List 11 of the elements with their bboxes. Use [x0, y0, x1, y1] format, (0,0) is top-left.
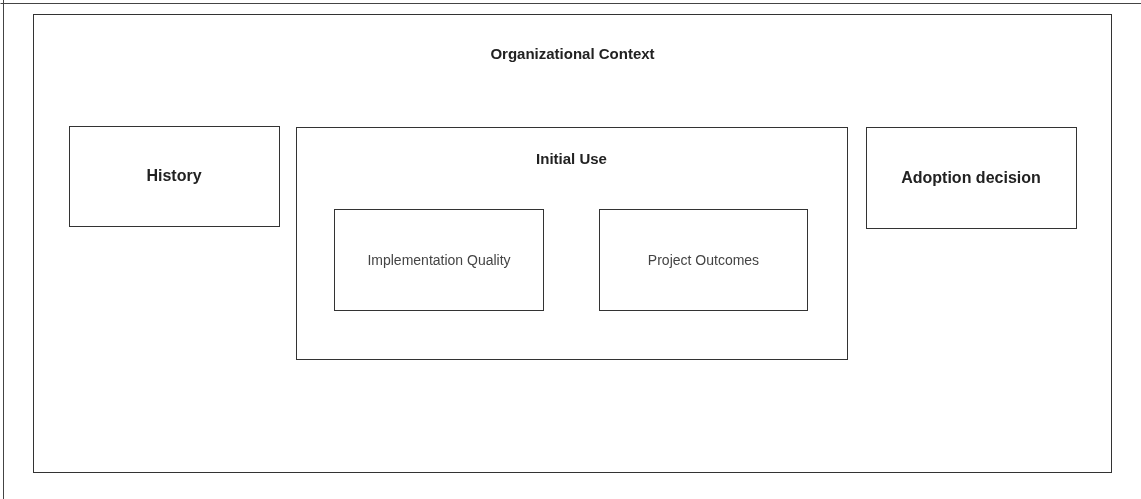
concept-box — [599, 209, 808, 311]
box-heading: Organizational Context — [489, 44, 656, 64]
concept-box — [334, 209, 544, 311]
box-label: History — [145, 166, 203, 187]
box-label: Project Outcomes — [646, 250, 761, 270]
box-label: Adoption decision — [900, 167, 1042, 188]
container-box — [295, 126, 848, 360]
concept-box — [68, 125, 280, 227]
box-heading: Initial Use — [535, 148, 608, 169]
concept-box — [865, 126, 1077, 229]
box-label: Implementation Quality — [366, 250, 512, 270]
